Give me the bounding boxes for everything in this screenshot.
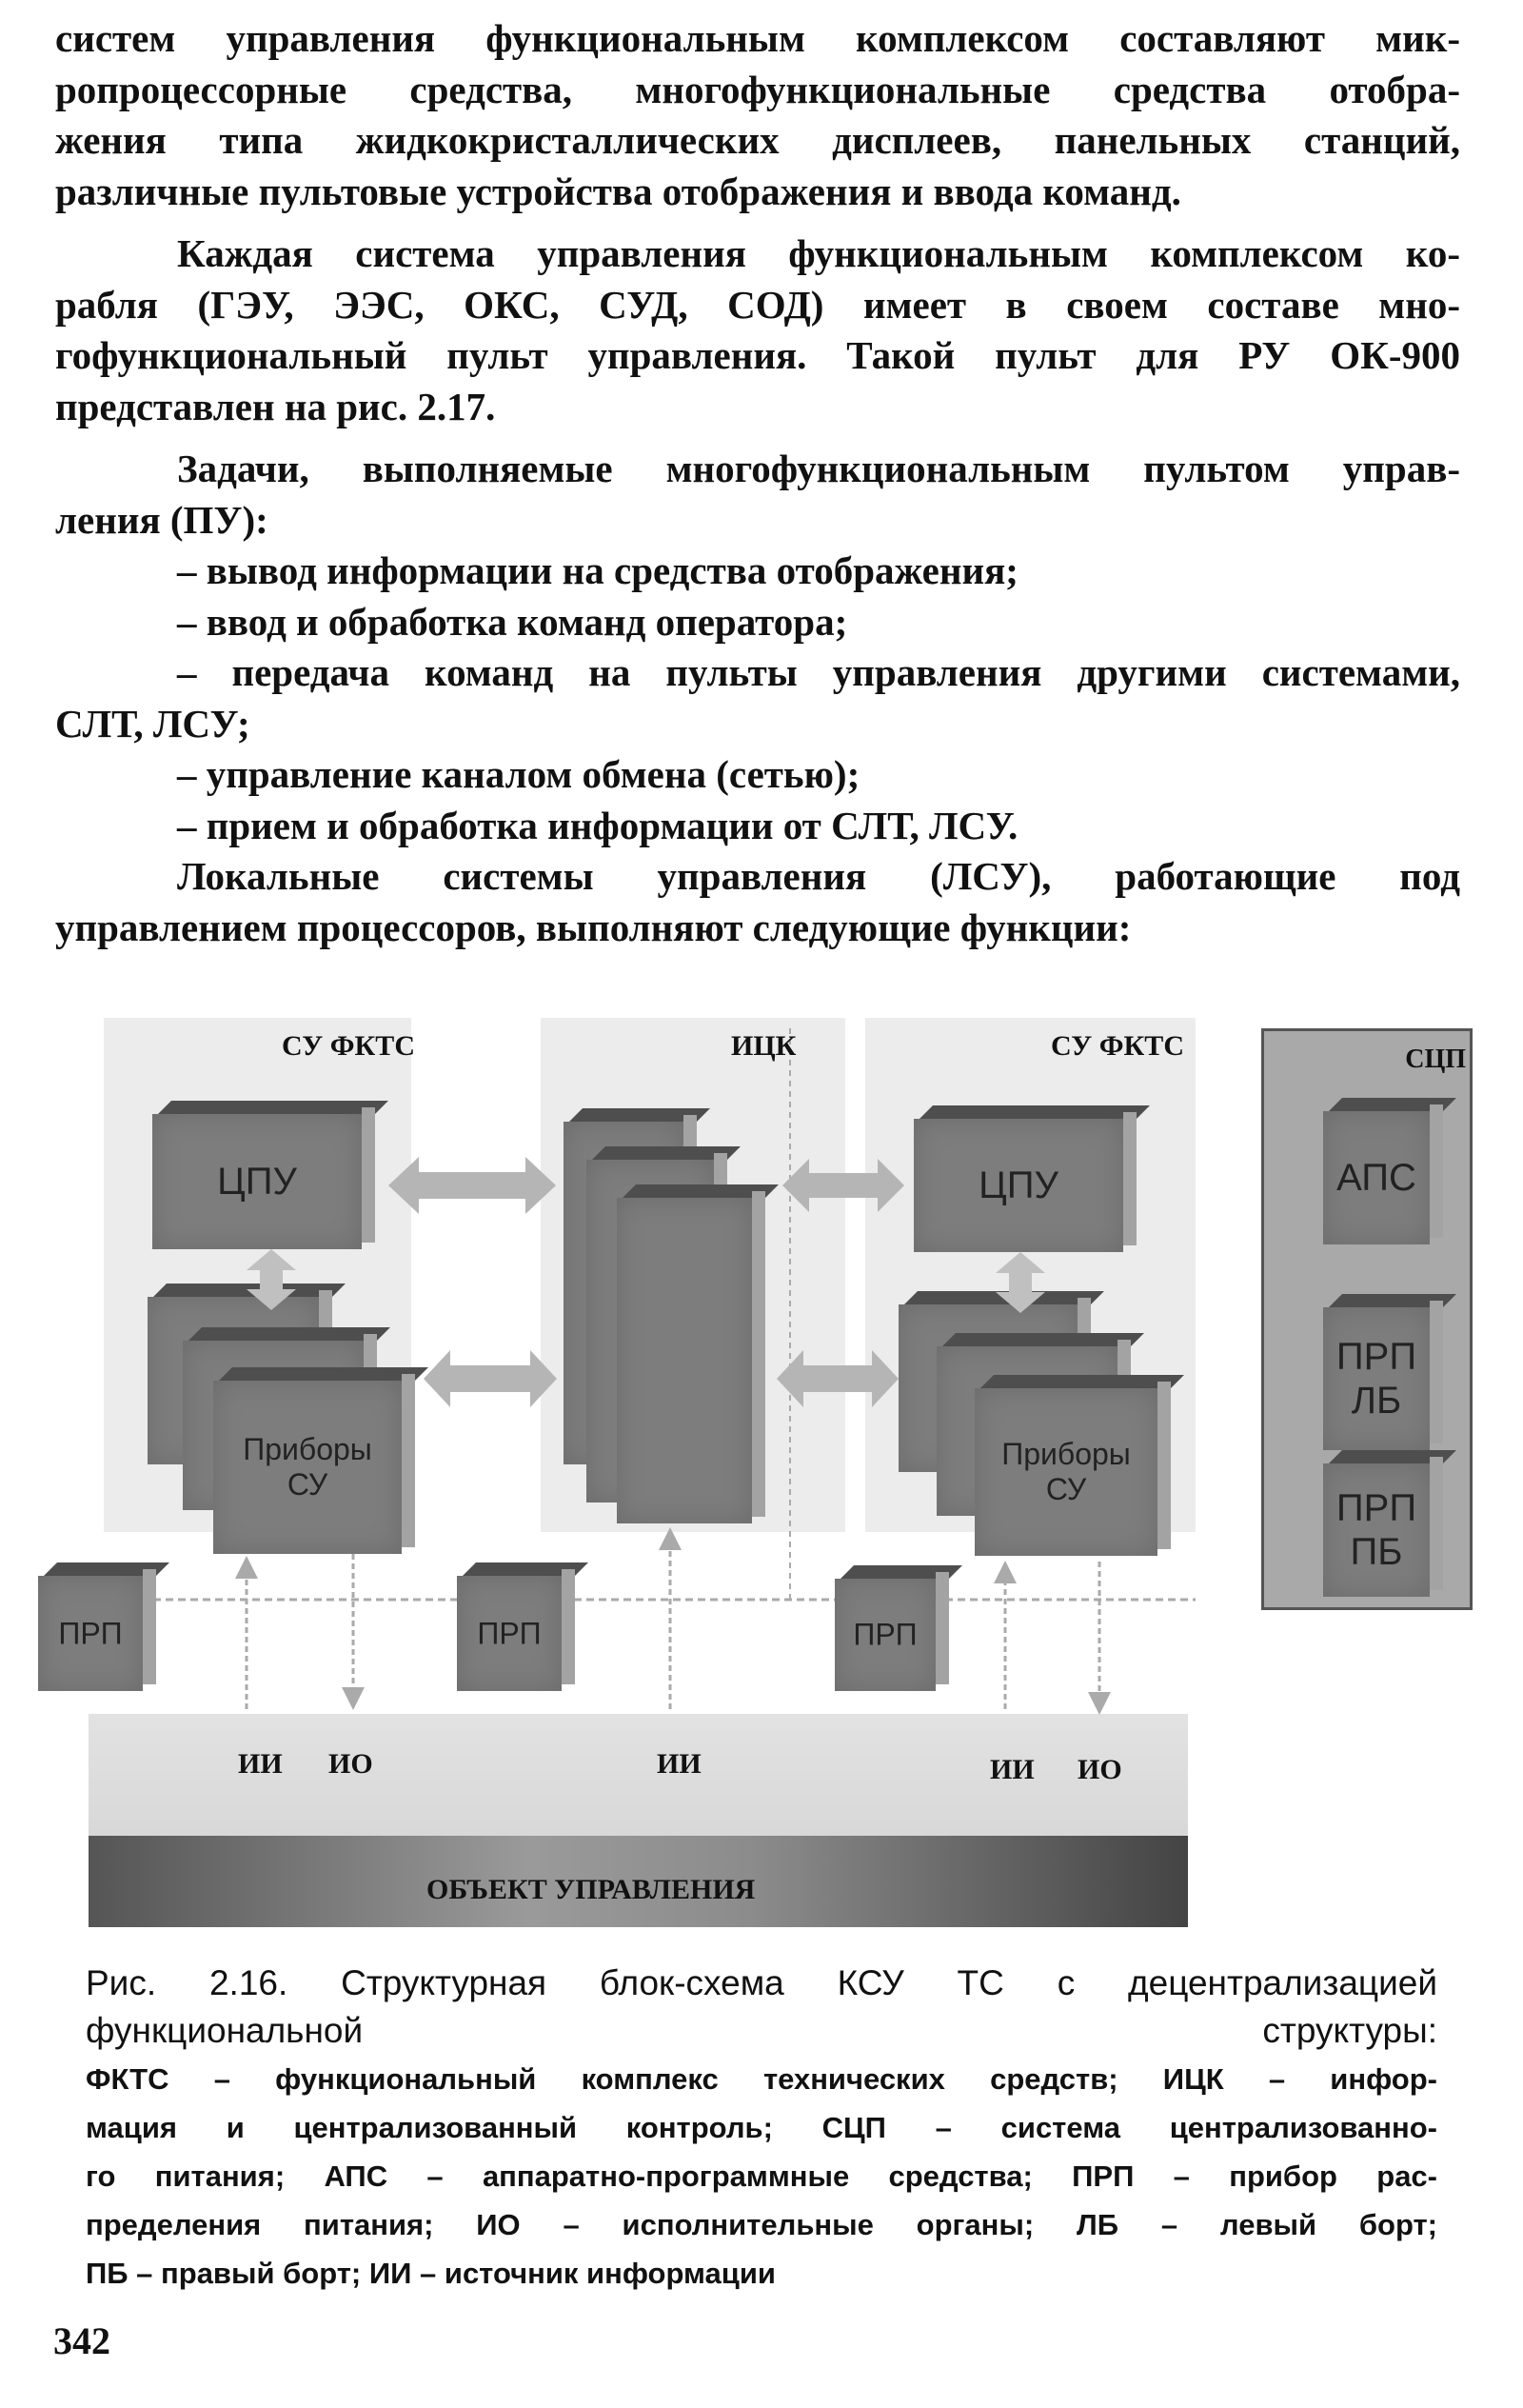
prp-label: ПРП	[58, 1616, 123, 1651]
prp-box: ПРП	[835, 1572, 949, 1691]
vertical-double-arrow	[996, 1252, 1045, 1313]
text-line: жения типа жидкокристаллических дисплеев…	[55, 118, 1460, 162]
list-item: – управление каналом обмена (сетью);	[177, 752, 860, 796]
list-item: – прием и обработка информации от СЛТ, Л…	[177, 803, 1019, 847]
text-line: Локальные системы управления (ЛСУ), рабо…	[177, 854, 1460, 898]
cpu-box-left: ЦПУ	[152, 1107, 375, 1249]
list-item: – вывод информации на средства отображен…	[177, 548, 1019, 592]
caption-title-line: Рис. 2.16. Структурная блок-схема КСУ ТС…	[86, 1963, 1437, 2002]
text-line: систем управления функциональным комплек…	[55, 16, 1460, 60]
prp-box: ПРП	[457, 1569, 575, 1691]
ick-box-front	[617, 1191, 765, 1523]
io-label: ИО	[328, 1748, 373, 1780]
text-line: рабля (ГЭУ, ЭЭС, ОКС, СУД, СОД) имеет в …	[55, 282, 1460, 327]
connection-lines	[104, 1028, 1196, 1602]
text-line: управлением процессоров, выполняют следу…	[55, 905, 1132, 949]
group-label-middle: ИЦК	[731, 1030, 797, 1062]
ii-label: ИИ	[990, 1754, 1035, 1785]
figure-caption: Рис. 2.16. Структурная блок-схема КСУ ТС…	[86, 1960, 1437, 2298]
text-line: ропроцессорные средства, многофункционал…	[55, 67, 1460, 111]
aps-box: АПС	[1323, 1104, 1443, 1244]
cpu-label: ЦПУ	[979, 1164, 1058, 1206]
io-label: ИО	[1078, 1754, 1122, 1785]
group-label-right: СУ ФКТС	[1051, 1030, 1184, 1062]
aps-label: АПС	[1336, 1157, 1416, 1199]
ii-label: ИИ	[238, 1748, 283, 1780]
text-line: гофункциональный пульт управления. Такой…	[55, 333, 1460, 377]
info-band	[89, 1714, 1188, 1836]
ii-label: ИИ	[657, 1748, 702, 1780]
prp-box: ПРП	[38, 1569, 156, 1691]
prp-label: ПРП	[853, 1617, 918, 1652]
double-arrow	[388, 1157, 556, 1214]
legend-line: ФКТС – функциональный комплекс техническ…	[86, 2062, 1437, 2096]
list-item: – ввод и обработка команд оператора;	[177, 599, 848, 644]
legend-line: пределения питания; ИО – исполнительные …	[86, 2208, 1437, 2241]
double-arrow	[424, 1350, 557, 1407]
double-arrow	[777, 1350, 899, 1407]
control-object-band	[89, 1836, 1188, 1927]
text-line: ления (ПУ):	[55, 497, 268, 542]
legend-line: ПБ – правый борт; ИИ – источник информац…	[86, 2257, 776, 2290]
group-label-left: СУ ФКТС	[282, 1030, 415, 1062]
scp-title: СЦП	[1405, 1045, 1466, 1074]
legend-line: го питания; АПС – аппаратно-программные …	[86, 2159, 1437, 2193]
prp-label: ПРП	[477, 1616, 542, 1651]
legend-line: мация и централизованный контроль; СЦП –…	[86, 2111, 1437, 2144]
text-line: различные пультовые устройства отображен…	[55, 169, 1181, 213]
list-item: СЛТ, ЛСУ;	[55, 701, 250, 746]
text-line: Задачи, выполняемые многофункциональным …	[177, 447, 1460, 490]
cpu-label: ЦПУ	[217, 1161, 297, 1203]
caption-title-line: функциональной структуры:	[86, 2011, 1437, 2050]
double-arrow	[782, 1159, 904, 1212]
cpu-box-right: ЦПУ	[914, 1112, 1137, 1252]
caption-legend: ФКТС – функциональный комплекс техническ…	[86, 2055, 1437, 2298]
text-line: представлен на рис. 2.17.	[55, 384, 496, 428]
caption-title: Рис. 2.16. Структурная блок-схема КСУ ТС…	[86, 1960, 1437, 2055]
list-item: – передача команд на пульты управления д…	[177, 650, 1460, 694]
vertical-double-arrow	[247, 1249, 296, 1310]
page-number: 342	[53, 2319, 110, 2362]
body-text: систем управления функциональным комплек…	[55, 13, 1460, 953]
text-line: Каждая система управления функциональным…	[177, 231, 1460, 275]
object-label: ОБЪЕКТ УПРАВЛЕНИЯ	[426, 1874, 756, 1905]
arrows	[235, 1157, 1111, 1715]
